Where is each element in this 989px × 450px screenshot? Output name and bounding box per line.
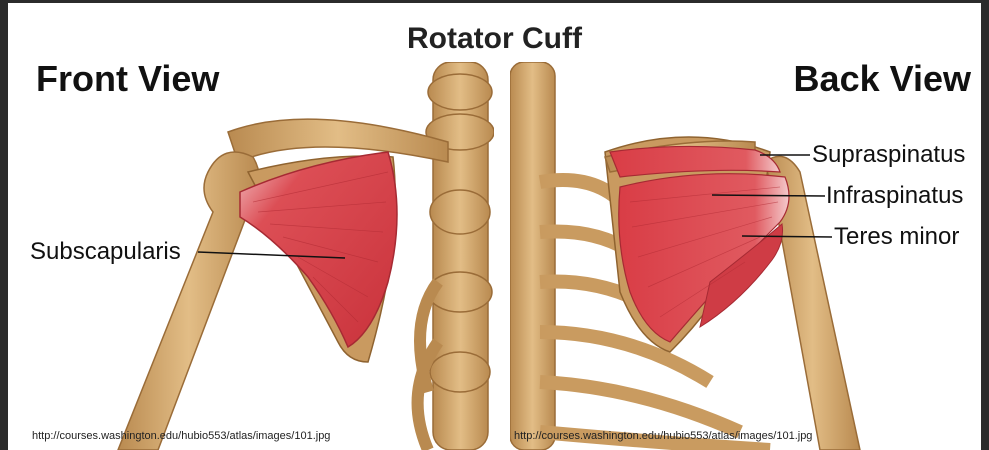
label-subscapularis: Subscapularis: [30, 238, 181, 266]
back-view-illustration: [510, 62, 981, 450]
panel-divider: [494, 62, 510, 450]
spine: [426, 62, 494, 450]
back-view-heading: Back View: [794, 58, 971, 100]
label-teres-minor: Teres minor: [834, 223, 959, 251]
front-view-heading: Front View: [36, 58, 219, 100]
back-source-url: http://courses.washington.edu/hubio553/a…: [514, 430, 812, 442]
label-supraspinatus: Supraspinatus: [812, 141, 965, 169]
spine-back: [510, 62, 555, 450]
diagram-title: Rotator Cuff: [0, 22, 989, 56]
front-source-url: http://courses.washington.edu/hubio553/a…: [32, 430, 330, 442]
label-infraspinatus: Infraspinatus: [826, 182, 963, 210]
back-view-svg: [510, 62, 981, 450]
